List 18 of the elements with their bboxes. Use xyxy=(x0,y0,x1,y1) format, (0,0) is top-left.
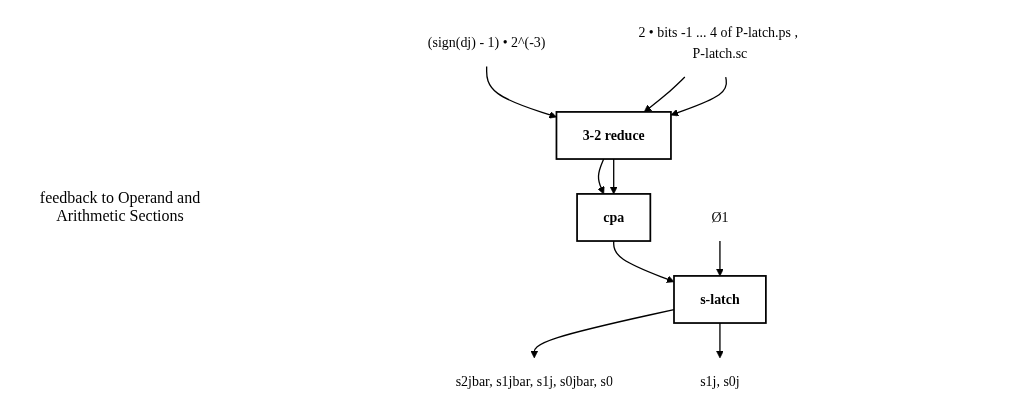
arrow xyxy=(530,308,675,359)
node-box: cpa xyxy=(576,193,652,242)
note-text: feedback to Operand and Arithmetic Sections xyxy=(38,189,202,225)
node-text: s1j, s0j xyxy=(700,373,740,389)
arrow xyxy=(613,240,675,283)
node-text: 2 • bits -1 ... 4 of P-latch.ps , P-latch.sc xyxy=(638,24,798,61)
arrow xyxy=(670,76,728,117)
arrow xyxy=(609,158,618,195)
node-text: Ø1 xyxy=(711,209,729,225)
arrow xyxy=(597,158,605,195)
arrow xyxy=(716,240,724,277)
node-box: s-latch xyxy=(673,275,767,324)
node-box: 3-2 reduce xyxy=(555,111,672,160)
node-text: (sign(dj) - 1) • 2^(-3) xyxy=(427,35,546,50)
arrow xyxy=(716,322,724,359)
arrow xyxy=(486,65,557,119)
node-text: s2jbar, s1jbar, s1j, s0jbar, s0 xyxy=(455,373,613,389)
arrow xyxy=(643,76,686,113)
